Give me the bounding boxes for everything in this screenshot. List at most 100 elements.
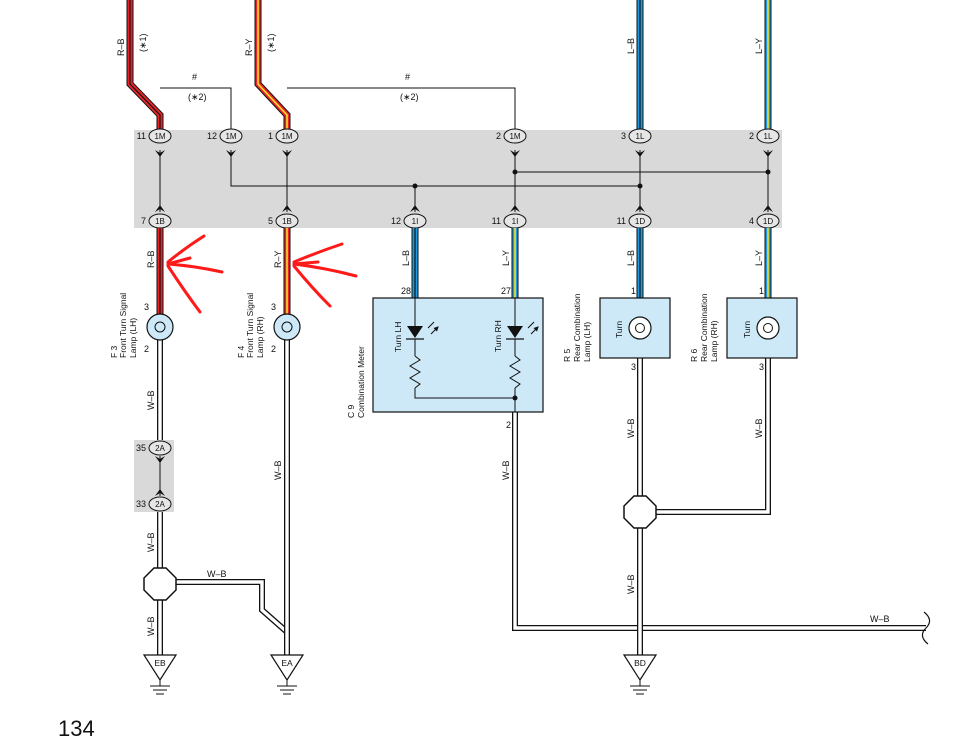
- option-line-left: [160, 87, 232, 130]
- svg-text:3: 3: [621, 131, 626, 141]
- svg-text:1B: 1B: [155, 217, 165, 226]
- svg-text:1D: 1D: [763, 217, 773, 226]
- svg-text:12: 12: [207, 131, 217, 141]
- note-star1-left: (∗1): [138, 33, 148, 52]
- f4-name2: Lamp (RH): [255, 316, 265, 358]
- svg-text:3: 3: [271, 302, 276, 312]
- svg-text:11: 11: [492, 216, 501, 226]
- label-ly-top: L–Y: [754, 38, 764, 54]
- break-mark: [921, 611, 931, 645]
- ground-ea: EA: [269, 654, 305, 695]
- svg-text:2: 2: [496, 131, 501, 141]
- svg-text:5: 5: [268, 216, 273, 226]
- splice-octagon-left: [143, 567, 177, 601]
- label-wb-f4: W–B: [273, 460, 283, 480]
- f4-name1: Front Turn Signal: [245, 293, 255, 358]
- svg-text:3: 3: [144, 302, 149, 312]
- svg-text:1M: 1M: [509, 132, 520, 141]
- svg-text:12: 12: [391, 216, 401, 226]
- red-annotation-arrow-left: [166, 234, 224, 314]
- wire-rb-top: [126, 0, 164, 130]
- svg-text:11: 11: [137, 131, 146, 141]
- label-wb-r5: W–B: [626, 418, 636, 438]
- label-rb-bottom: R–B: [146, 250, 156, 268]
- label-rb-top: R–B: [116, 38, 126, 56]
- label-wb-f3: W–B: [146, 390, 156, 410]
- junction-bottom-connectors: 1B 7 1B 5 1I 12 1I 11 1D 11 1D 4: [141, 213, 780, 229]
- connector-bottom-3: 1I 12: [391, 213, 427, 229]
- connector-bottom-6: 1D 4: [749, 213, 780, 229]
- svg-text:28: 28: [401, 286, 411, 296]
- f4-id: F 4: [236, 345, 246, 358]
- turn-rh-label: Turn RH: [493, 320, 503, 352]
- option-line-right: [287, 87, 516, 130]
- r6-name1: Rear Combination: [699, 293, 709, 362]
- connector-top-1: 1M 11: [137, 128, 172, 144]
- svg-text:1I: 1I: [412, 217, 419, 226]
- page-number: 134: [58, 716, 95, 741]
- f3-id: F 3: [109, 345, 119, 358]
- label-lb-top: L–B: [626, 38, 636, 54]
- connector-top-2: 1M 12: [207, 128, 243, 144]
- svg-text:2A: 2A: [155, 500, 165, 509]
- label-ly-meter: L–Y: [501, 250, 511, 266]
- label-wb-splice: W–B: [207, 569, 227, 579]
- svg-text:1: 1: [759, 286, 764, 296]
- connector-bottom-5: 1D 11: [617, 213, 652, 229]
- svg-text:33: 33: [136, 499, 146, 509]
- ground-bd: BD: [622, 654, 658, 695]
- svg-text:1B: 1B: [282, 217, 292, 226]
- r5-name2: Lamp (LH): [582, 322, 592, 362]
- svg-text:1: 1: [631, 286, 636, 296]
- junction-internal-wiring: [159, 150, 769, 212]
- r5-turn-label: Turn: [614, 321, 624, 338]
- junction-top-connectors: 1M 11 1M 12 1M 1 1M 2 1L 3 1L 2: [137, 128, 780, 144]
- svg-text:7: 7: [141, 216, 146, 226]
- label-wb-r5-lower: W–B: [626, 574, 636, 594]
- svg-text:1M: 1M: [281, 132, 292, 141]
- connector-arrows: [155, 150, 773, 212]
- splice-octagon-right: [623, 495, 657, 529]
- svg-text:2: 2: [749, 131, 754, 141]
- connector-top-6: 1L 2: [749, 128, 780, 144]
- red-annotation-arrow-right: [292, 242, 358, 308]
- svg-text:11: 11: [617, 216, 626, 226]
- splice-2a: 2A 35 2A 33: [136, 440, 172, 512]
- rear-combination-lamp-lh: Turn 1 3 R 5 Rear Combination Lamp (LH): [562, 286, 671, 372]
- label-ry-top: R–Y: [244, 38, 254, 56]
- connector-bottom-1: 1B 7: [141, 213, 172, 229]
- junction-block-panel: [134, 130, 782, 228]
- front-turn-lamp-lh: 3 2 F 3 Front Turn Signal Lamp (LH): [109, 293, 174, 358]
- r5-id: R 5: [562, 349, 572, 363]
- svg-text:1M: 1M: [225, 132, 236, 141]
- note-hash-left: #: [192, 72, 197, 82]
- note-star2-left: (∗2): [188, 92, 207, 102]
- svg-text:1: 1: [268, 131, 273, 141]
- svg-text:1D: 1D: [635, 217, 645, 226]
- c9-id: C 9: [346, 405, 356, 419]
- svg-text:2: 2: [144, 344, 149, 354]
- svg-text:1I: 1I: [512, 217, 519, 226]
- svg-text:27: 27: [501, 286, 511, 296]
- label-wb-long: W–B: [870, 614, 890, 624]
- label-wb-2a: W–B: [146, 532, 156, 552]
- svg-text:3: 3: [631, 362, 636, 372]
- f3-name1: Front Turn Signal: [118, 293, 128, 358]
- connector-bottom-4: 1I 11: [492, 213, 527, 229]
- label-wb-r6: W–B: [754, 418, 764, 438]
- front-turn-lamp-rh: 3 2 F 4 Front Turn Signal Lamp (RH): [236, 293, 301, 358]
- label-lb-r5: L–B: [626, 250, 636, 266]
- r6-name2: Lamp (RH): [709, 320, 719, 362]
- note-star2-right: (∗2): [400, 92, 419, 102]
- connector-top-3: 1M 1: [268, 128, 299, 144]
- svg-text:EA: EA: [281, 658, 293, 668]
- connector-top-4: 1M 2: [496, 128, 527, 144]
- label-lb-meter: L–B: [401, 250, 411, 266]
- svg-text:3: 3: [759, 362, 764, 372]
- r6-id: R 6: [689, 349, 699, 363]
- svg-text:BD: BD: [634, 658, 646, 668]
- label-wb-meter: W–B: [501, 460, 511, 480]
- svg-text:EB: EB: [154, 658, 166, 668]
- rear-combination-lamp-rh: Turn 1 3 R 6 Rear Combination Lamp (RH): [689, 286, 798, 372]
